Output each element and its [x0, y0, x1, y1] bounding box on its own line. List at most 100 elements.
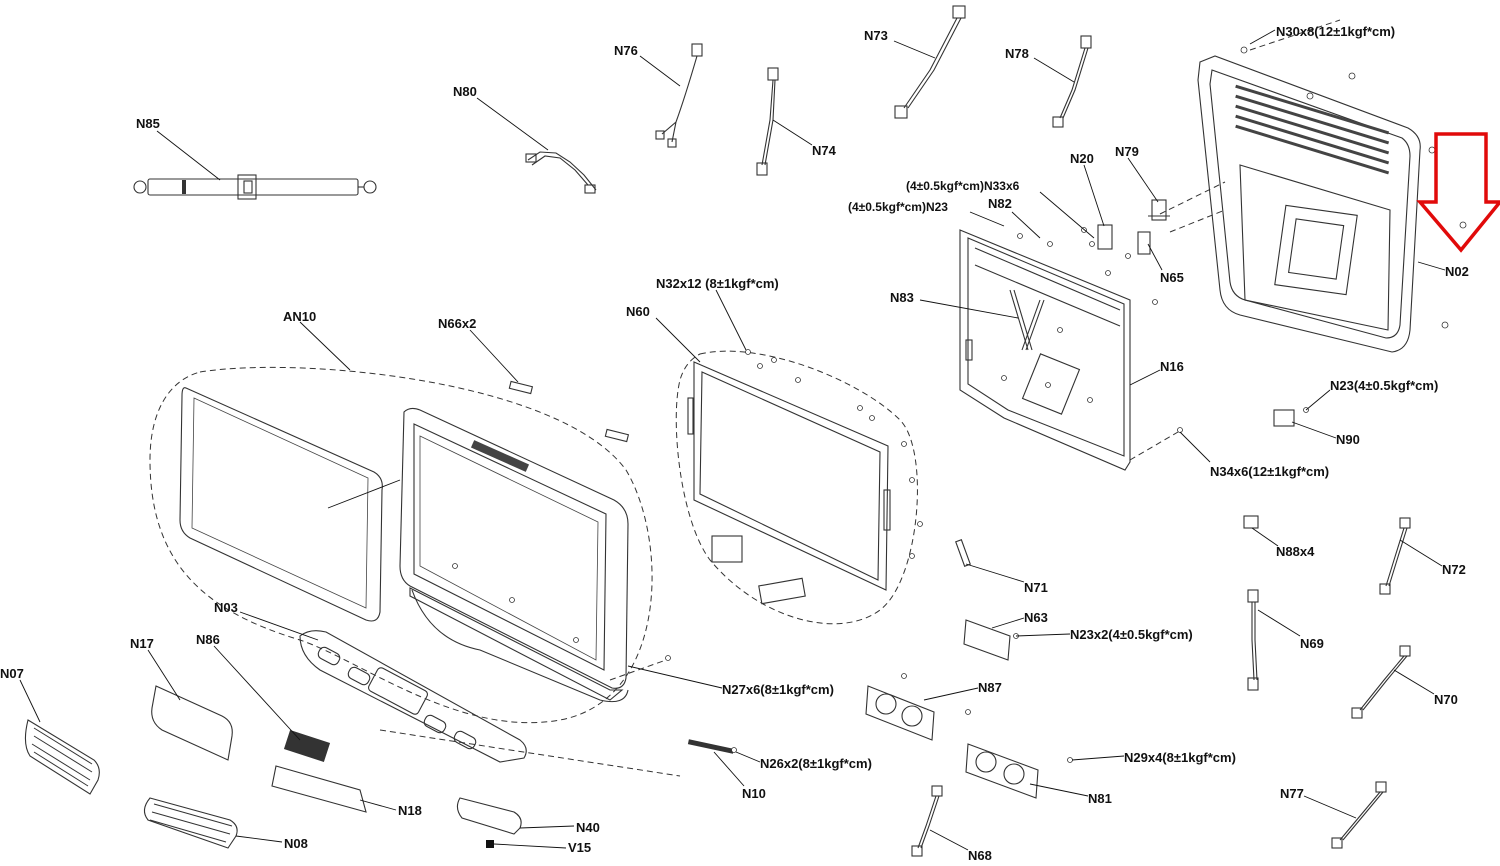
- part-n88-clip: [1243, 515, 1259, 529]
- leader-n85: [156, 130, 221, 181]
- leader-n33: [1039, 191, 1095, 239]
- part-n70-cable: [1351, 645, 1411, 719]
- leader-n02: [1417, 261, 1446, 271]
- label-n32: N32x12 (8±1kgf*cm): [656, 276, 779, 291]
- part-n68-cable: [911, 785, 943, 857]
- part-n85-bar: [133, 174, 377, 200]
- label-n81: N81: [1088, 791, 1112, 806]
- label-n83: N83: [890, 290, 914, 305]
- label-n20: N20: [1070, 151, 1094, 166]
- leader-n63: [991, 617, 1025, 629]
- label-n86: N86: [196, 632, 220, 647]
- label-n60: N60: [626, 304, 650, 319]
- leader-n32: [715, 289, 747, 351]
- leader-n69: [1257, 609, 1301, 637]
- label-n74: N74: [812, 143, 837, 158]
- label-n40: N40: [576, 820, 600, 835]
- leader-n26: [735, 751, 761, 763]
- part-n16-mounting-plate: [959, 229, 1183, 471]
- part-v15-square: [486, 840, 494, 848]
- label-an10: AN10: [283, 309, 316, 324]
- part-n72-cable: [1379, 517, 1411, 595]
- label-n85: N85: [136, 116, 160, 131]
- n60-group-outline: [675, 350, 918, 625]
- leader-an10: [299, 321, 351, 371]
- label-n73: N73: [864, 28, 888, 43]
- leader-n77: [1303, 795, 1357, 819]
- an10-group-outline: [149, 366, 653, 724]
- label-n79: N79: [1115, 144, 1139, 159]
- label-n71: N71: [1024, 580, 1048, 595]
- leader-n70: [1393, 669, 1435, 695]
- label-n66: N66x2: [438, 316, 476, 331]
- part-n66-pads: [508, 380, 630, 443]
- part-n90-bracket: [1273, 407, 1309, 427]
- leader-n73: [893, 40, 936, 59]
- leader-n90: [1291, 421, 1337, 439]
- leader-n88: [1251, 527, 1279, 547]
- label-n87: N87: [978, 680, 1002, 695]
- leader-n10: [713, 751, 745, 787]
- part-n07-speaker-grille: [24, 719, 100, 795]
- part-n02-rear-cover: [1159, 19, 1467, 353]
- label-n29: N29x4(8±1kgf*cm): [1124, 750, 1236, 765]
- label-n82: N82: [988, 196, 1012, 211]
- part-n73-cable: [894, 5, 966, 119]
- part-n10-strip: [687, 739, 737, 754]
- label-n33: (4±0.5kgf*cm)N33x6: [906, 179, 1020, 193]
- leader-n74: [772, 119, 813, 146]
- label-n17: N17: [130, 636, 154, 651]
- part-n60-lcd-panel: [687, 349, 923, 605]
- part-n69-cable: [1247, 589, 1259, 691]
- part-n87-speaker: [865, 673, 971, 741]
- leader-n23-left: [969, 211, 1005, 227]
- leader-n79: [1127, 157, 1159, 203]
- part-n65-bracket: [1125, 231, 1151, 259]
- leader-n72: [1399, 539, 1443, 567]
- leader-n40: [519, 825, 575, 829]
- leader-n78: [1033, 57, 1075, 83]
- label-n34: N34x6(12±1kgf*cm): [1210, 464, 1329, 479]
- label-n18: N18: [398, 803, 422, 818]
- leader-n20: [1083, 164, 1105, 227]
- leader-n29: [1071, 755, 1125, 761]
- part-n81-speaker: [965, 743, 1073, 799]
- label-n72: N72: [1442, 562, 1466, 577]
- leader-n08: [235, 835, 283, 843]
- leader-n27: [627, 665, 723, 689]
- leader-n16: [1129, 369, 1161, 386]
- label-n77: N77: [1280, 786, 1304, 801]
- label-n23x2: N23x2(4±0.5kgf*cm): [1070, 627, 1193, 642]
- label-n78: N78: [1005, 46, 1029, 61]
- part-glass-panel: [179, 387, 401, 622]
- leader-n23-right: [1305, 389, 1331, 411]
- leader-n07: [19, 679, 41, 723]
- part-n17-cover: [151, 685, 233, 761]
- leader-n82: [1011, 211, 1041, 239]
- label-n02: N02: [1445, 264, 1469, 279]
- leader-n34: [1179, 431, 1211, 463]
- part-n79-bracket: [1148, 199, 1170, 221]
- label-n30: N30x8(12±1kgf*cm): [1276, 24, 1395, 39]
- part-n63-board: [963, 619, 1019, 661]
- leader-n87: [923, 687, 979, 701]
- label-n88: N88x4: [1276, 544, 1315, 559]
- part-n71-clip: [955, 539, 971, 567]
- label-n63: N63: [1024, 610, 1048, 625]
- label-n65: N65: [1160, 270, 1184, 285]
- label-n69: N69: [1300, 636, 1324, 651]
- leader-n30: [1249, 29, 1276, 45]
- label-n26: N26x2(8±1kgf*cm): [760, 756, 872, 771]
- leader-n03: [239, 611, 319, 641]
- label-n27: N27x6(8±1kgf*cm): [722, 682, 834, 697]
- label-n70: N70: [1434, 692, 1458, 707]
- leader-n86: [213, 645, 301, 741]
- label-v15: V15: [568, 840, 591, 855]
- leader-n23x2: [1015, 633, 1071, 637]
- label-n76: N76: [614, 43, 638, 58]
- part-n20-bracket: [1081, 224, 1113, 250]
- part-n03-control-bar: [299, 630, 527, 763]
- part-n77-cable: [1331, 781, 1387, 849]
- leader-n68: [929, 829, 969, 851]
